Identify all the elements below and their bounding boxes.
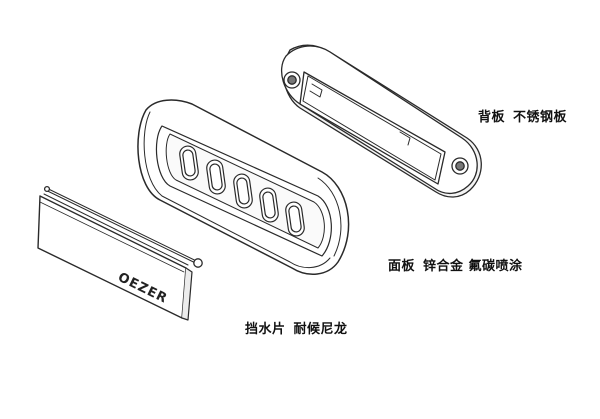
slot-1 (179, 145, 199, 181)
label-water-flap-material: 耐候尼龙 (293, 322, 348, 337)
label-water-flap-name: 挡水片 (245, 322, 286, 337)
label-front-panel: 面板锌合金 氟碳喷涂 (388, 255, 523, 274)
front-panel-drawing (137, 99, 350, 275)
label-front-panel-name: 面板 (388, 259, 416, 274)
back-plate-drawing (281, 44, 482, 198)
slot-4 (259, 187, 279, 223)
slot-2 (206, 159, 226, 195)
label-back-plate: 背板不锈钢板 (478, 106, 567, 125)
label-front-panel-material: 锌合金 氟碳喷涂 (423, 259, 523, 274)
label-water-flap: 挡水片耐候尼龙 (245, 318, 348, 337)
water-flap-drawing (37, 185, 203, 321)
slot-5 (285, 201, 305, 237)
front-panel-slots (179, 145, 305, 237)
slot-3 (233, 173, 253, 209)
label-back-plate-name: 背板 (478, 110, 506, 125)
label-back-plate-material: 不锈钢板 (513, 110, 568, 125)
